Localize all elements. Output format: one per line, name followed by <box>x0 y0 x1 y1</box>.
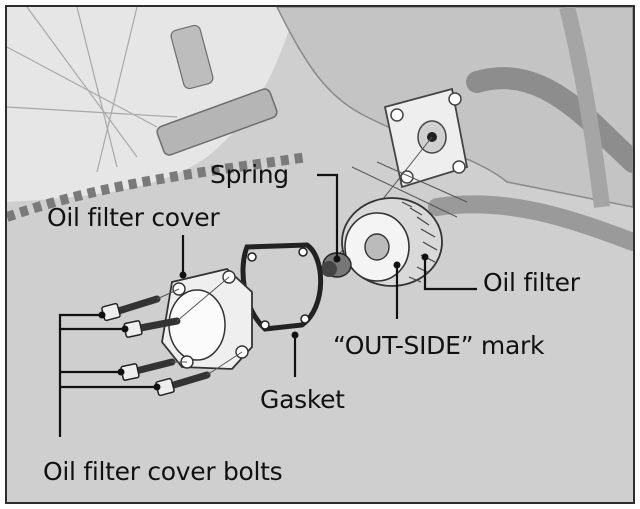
label-spring: Spring <box>210 160 289 189</box>
label-oil-filter-cover-bolts: Oil filter cover bolts <box>43 457 283 486</box>
cover-bolt <box>155 371 211 397</box>
label-oil-filter-cover: Oil filter cover <box>47 203 220 232</box>
frame-tube-lower <box>428 195 633 251</box>
gasket-part <box>240 242 324 332</box>
assembly-guide-line <box>376 161 468 203</box>
wheel-spokes <box>7 7 178 173</box>
drive-chain <box>7 152 308 222</box>
frame-tube-vertical <box>559 7 610 208</box>
leader-dots <box>98 253 429 391</box>
cover-bolt <box>101 295 161 322</box>
bolt-guide-lines <box>156 276 243 376</box>
diagram-frame: Spring Oil filter cover Oil filter “OUT-… <box>5 5 635 504</box>
spring-part <box>321 252 352 278</box>
label-gasket: Gasket <box>260 385 345 414</box>
shift-linkage <box>170 24 214 90</box>
label-oil-filter: Oil filter <box>483 268 580 297</box>
label-out-side-mark: “OUT-SIDE” mark <box>333 331 545 360</box>
cover-bolt <box>120 358 176 381</box>
foot-peg <box>156 88 278 156</box>
background-highlight <box>7 7 297 202</box>
engine-illustration <box>7 7 633 437</box>
oil-filter-part <box>341 197 443 287</box>
frame-tube-upper <box>466 67 633 173</box>
assembly-guide-line <box>351 166 458 218</box>
filter-mount-plate <box>383 87 469 189</box>
leader-lines <box>58 173 477 437</box>
cover-bolt <box>123 317 181 338</box>
